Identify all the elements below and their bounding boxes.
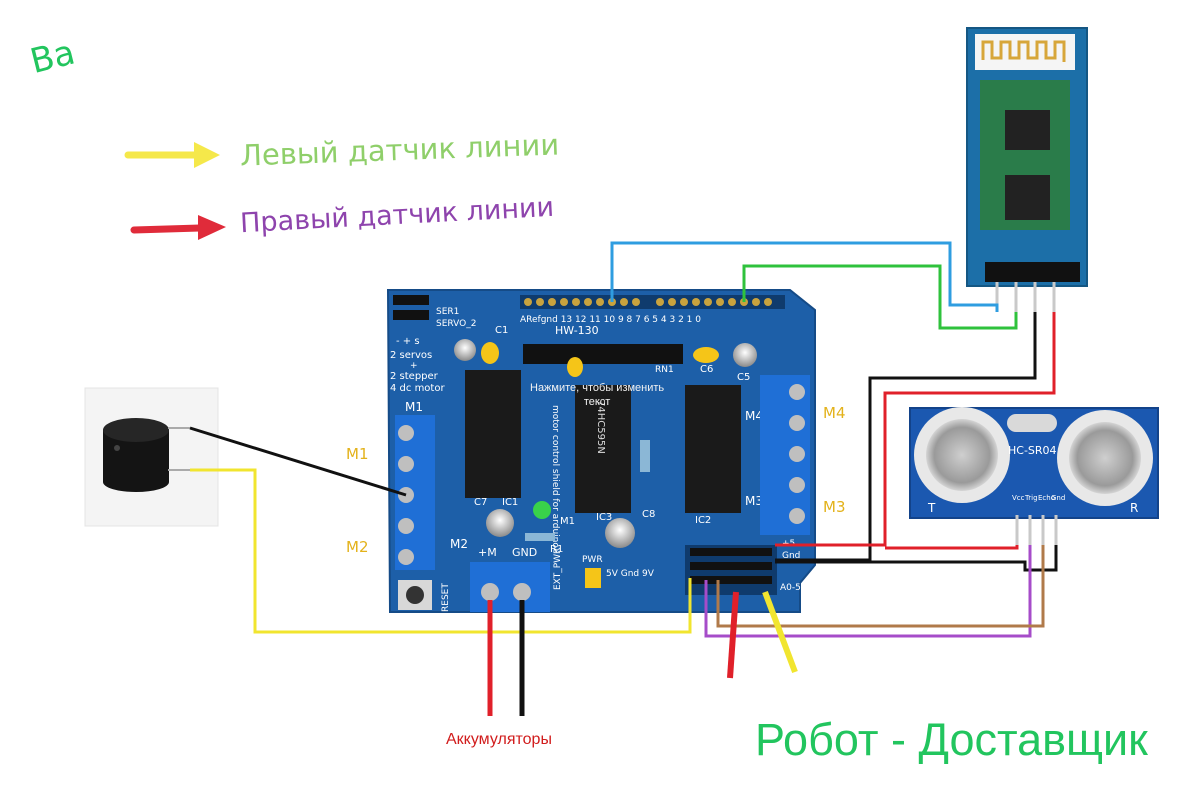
edit-text-hint[interactable]: Нажмите, чтобы изменить текст <box>530 381 664 409</box>
svg-text:HC-SR04: HC-SR04 <box>1008 444 1057 457</box>
terminal-block-m3-m4 <box>760 375 810 535</box>
arrow-right-icon <box>130 215 226 240</box>
svg-text:5V Gnd 9V: 5V Gnd 9V <box>606 569 655 579</box>
svg-text:RN1: RN1 <box>655 365 674 375</box>
svg-text:2 servos: 2 servos <box>390 350 432 361</box>
svg-text:motor control shield for ardui: motor control shield for arduino <box>550 405 560 548</box>
svg-text:- + s: - + s <box>396 336 420 347</box>
svg-text:+M: +M <box>478 546 497 559</box>
wire-yellow <box>190 468 692 634</box>
svg-text:2 stepper: 2 stepper <box>390 371 439 382</box>
wire-red <box>885 545 1019 550</box>
svg-text:EXT_PWR: EXT_PWR <box>553 548 563 590</box>
wire-black <box>775 545 1058 572</box>
svg-text:Trig: Trig <box>1024 494 1038 502</box>
svg-text:M1: M1 <box>405 400 423 414</box>
svg-text:M4: M4 <box>745 409 763 423</box>
svg-text:SERVO_2: SERVO_2 <box>436 319 476 329</box>
svg-text:74HC595N: 74HC595N <box>595 400 606 454</box>
svg-text:R: R <box>1130 501 1138 515</box>
wire-yellow <box>762 590 798 674</box>
svg-text:ARefgnd 13 12 11 10 9 8 7 6: ARefgnd 13 12 11 10 9 8 7 6 5 4 3 2 1 0 <box>520 315 701 325</box>
page-title: Робот - Доставщик <box>755 714 1148 765</box>
edit-text-hint-line2: текст <box>583 396 611 408</box>
top-header: ARefgnd 13 12 11 10 9 8 7 6 5 4 3 2 1 0 <box>520 295 785 325</box>
svg-text:Vcc: Vcc <box>1012 494 1025 502</box>
arrow-right-icon <box>124 142 220 168</box>
svg-text:R1: R1 <box>550 544 563 555</box>
svg-text:C1: C1 <box>495 325 508 336</box>
svg-text:M1: M1 <box>560 516 575 527</box>
wire-black <box>775 312 1037 562</box>
motor-label-m3: M3 <box>823 498 846 516</box>
power-terminal <box>470 562 550 612</box>
batteries-label: Аккумуляторы <box>446 731 552 748</box>
svg-text:M3: M3 <box>745 494 763 508</box>
ultrasonic-sensor-icon: HC-SR04 T R Vcc Trig Echo Gnd <box>909 407 1159 545</box>
analog-header <box>685 545 777 595</box>
svg-text:SER1: SER1 <box>436 307 459 317</box>
edit-text-hint-line1: Нажмите, чтобы изменить <box>530 382 665 394</box>
buzzer-icon <box>84 387 219 527</box>
svg-text:GND: GND <box>512 546 537 559</box>
wire-green <box>742 264 1018 330</box>
wires <box>189 241 1058 716</box>
svg-text:Echo: Echo <box>1038 494 1055 502</box>
motor-label-m4: M4 <box>823 404 846 422</box>
bluetooth-module-icon <box>966 27 1088 312</box>
svg-text:IC3: IC3 <box>596 512 612 523</box>
motor-shield-icon: ARefgnd 13 12 11 10 9 8 7 6 5 4 3 2 1 0 … <box>386 289 816 613</box>
ic-chip <box>465 344 741 513</box>
motor-label-m2: M2 <box>346 538 369 556</box>
svg-text:Gnd: Gnd <box>1051 494 1065 502</box>
wire-brown <box>716 545 1045 628</box>
wire-black <box>189 426 407 497</box>
svg-text:M2: M2 <box>450 537 468 551</box>
wire-blue <box>610 241 999 312</box>
svg-text:+: + <box>410 361 418 371</box>
svg-text:IC2: IC2 <box>695 515 711 526</box>
reset-button <box>398 580 432 610</box>
svg-text:IC1: IC1 <box>502 497 518 508</box>
svg-text:C5: C5 <box>737 372 750 383</box>
wire-red <box>775 312 1056 547</box>
svg-text:C8: C8 <box>642 509 655 520</box>
svg-text:PWR: PWR <box>582 555 603 565</box>
svg-text:HW-130: HW-130 <box>555 324 599 337</box>
svg-text:C6: C6 <box>700 364 713 375</box>
motor-label-m1: M1 <box>346 445 369 463</box>
svg-text:4 dc motor: 4 dc motor <box>390 383 445 394</box>
svg-text:A0-5: A0-5 <box>780 583 801 593</box>
svg-text:T: T <box>927 501 936 515</box>
wire-purple <box>704 545 1032 638</box>
svg-text:C7: C7 <box>474 497 487 508</box>
svg-text:Gnd: Gnd <box>782 551 800 561</box>
wire-red <box>727 591 739 679</box>
svg-text:RESET: RESET <box>441 583 451 612</box>
